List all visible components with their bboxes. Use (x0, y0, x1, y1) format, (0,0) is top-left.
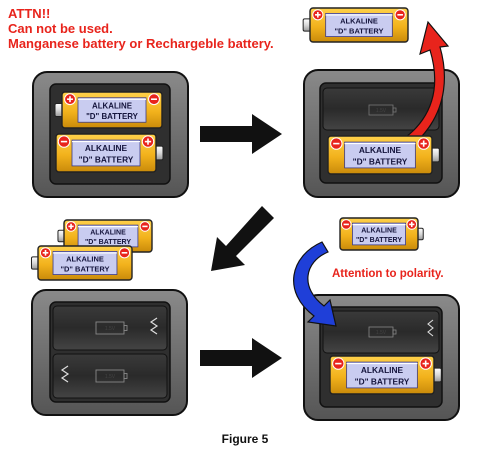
polarity-note: Attention to polarity. (332, 268, 444, 280)
battery-label (52, 251, 118, 275)
spring-icon (60, 365, 70, 383)
battery-label (344, 141, 416, 169)
battery-label (77, 97, 147, 123)
battery-label (346, 361, 418, 389)
warning-line: Manganese battery or Rechargeble battery… (8, 36, 274, 51)
slot-voltage-label: 1.5V (105, 374, 116, 380)
battery-label (325, 13, 393, 37)
warning-title: ATTN!! (8, 6, 51, 21)
slot-voltage-label: 1.5V (376, 108, 387, 114)
arrow-right-icon (200, 338, 282, 378)
warning-line: Can not be used. (8, 21, 113, 36)
battery-label-line2: "D" BATTERY (86, 112, 139, 121)
battery-label-line2: "D" BATTERY (353, 156, 408, 166)
spring-icon (149, 317, 159, 335)
battery-label-line1: ALKALINE (66, 254, 104, 263)
arrow-down-left-icon (211, 206, 274, 271)
slot-marking: 1.5V (95, 369, 128, 383)
battery-d: ALKALINE"D" BATTERY (327, 135, 440, 175)
battery-label-line2: "D" BATTERY (355, 376, 410, 386)
battery-label-line1: ALKALINE (361, 227, 397, 234)
arrow-right-icon (200, 114, 282, 154)
battery-label-line2: "D" BATTERY (335, 26, 384, 35)
figure-caption: Figure 5 (221, 432, 269, 446)
slot-voltage-label: 1.5V (105, 326, 116, 332)
slot-marking: 1.5V (368, 326, 397, 338)
slot-marking: 1.5V (368, 104, 397, 116)
battery-d: ALKALINE"D" BATTERY (302, 7, 409, 43)
battery-d: ALKALINE "D" BATTERY (54, 91, 163, 129)
battery-label (352, 222, 406, 246)
slot-voltage-label: 1.5V (376, 330, 387, 336)
battery-label-line2: "D" BATTERY (85, 239, 131, 246)
spring-icon (427, 319, 434, 337)
battery-d: ALKALINE "D" BATTERY (339, 217, 424, 251)
compartment-3 (31, 289, 188, 416)
battery-d: ALKALINE"D" BATTERY (329, 355, 442, 395)
battery-label-line1: ALKALINE (92, 101, 132, 110)
battery-label (71, 139, 141, 167)
battery-label-line1: ALKALINE (361, 365, 404, 375)
battery-label-line1: ALKALINE (85, 143, 128, 153)
battery-label-line2: "D" BATTERY (356, 237, 402, 244)
battery-label-line2: "D" BATTERY (61, 264, 110, 273)
slot-marking: 1.5V (95, 321, 128, 335)
battery-d: ALKALINE"D" BATTERY (30, 245, 133, 281)
battery-label-line1: ALKALINE (340, 16, 378, 25)
battery-label-line1: ALKALINE (90, 229, 126, 236)
battery-label-line2: "D" BATTERY (79, 154, 134, 164)
battery-d: ALKALINE"D" BATTERY (55, 133, 164, 173)
arrow-curved-blue-icon (293, 241, 337, 327)
battery-label-line1: ALKALINE (359, 145, 402, 155)
